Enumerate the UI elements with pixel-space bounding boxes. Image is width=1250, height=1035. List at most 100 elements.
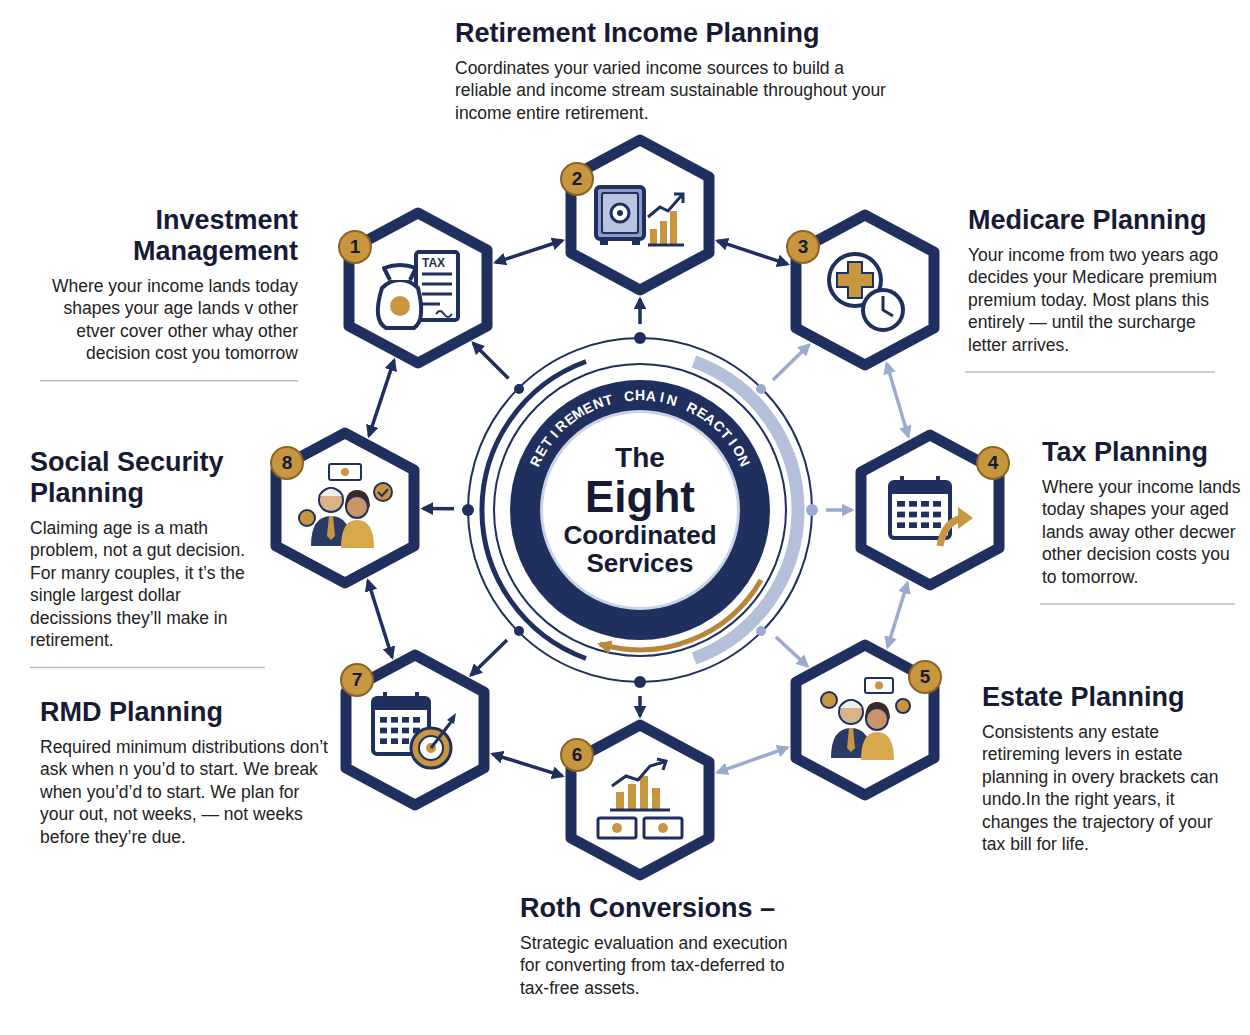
icon-part [640, 776, 648, 810]
connector-arrow [826, 508, 852, 512]
separator-line [40, 380, 298, 382]
icon-part [921, 501, 929, 507]
icon-part [660, 221, 667, 245]
center-circle: RETIREMENT CHAIN REACTIONTheEightCoordin… [510, 380, 770, 640]
icon-part [875, 682, 883, 690]
service-description: Claiming age is a math problem, not a gu… [30, 517, 264, 651]
connector-arrow [776, 637, 807, 666]
icon-part [431, 722, 451, 748]
service-description: Where your income lands today shapes you… [1042, 476, 1242, 588]
icon-part [909, 522, 917, 528]
icon-part [391, 738, 398, 744]
service-description: Where your income lands today shapes you… [38, 275, 298, 365]
icon-part [402, 728, 409, 734]
icon-part [374, 483, 392, 501]
service-description: Strategic evaluation and execution for c… [520, 932, 810, 999]
connector-arrow [423, 507, 454, 511]
icon-part [632, 239, 640, 245]
connector-arrow [369, 360, 394, 436]
icon-part [616, 792, 624, 810]
arc-letter: H [633, 386, 647, 404]
inner-ring [494, 364, 786, 656]
icon-part [933, 522, 941, 528]
ring-dot [756, 384, 766, 394]
icon-part [596, 187, 644, 239]
icon-part [612, 762, 664, 786]
center-text: Coordinated Services [555, 521, 725, 577]
callout-number: 2 [560, 162, 594, 196]
icon-part [657, 759, 666, 770]
icon-part [933, 512, 941, 518]
ring-dot [514, 626, 524, 636]
callout-number: 6 [560, 738, 594, 772]
connector-arrow [493, 754, 563, 776]
service-icon [590, 165, 690, 265]
hexagon-shape [571, 140, 709, 290]
icon-part [391, 728, 398, 734]
connector-arrow [638, 299, 642, 324]
callout-number: 4 [976, 446, 1010, 480]
icon-part [402, 738, 409, 744]
icon-part [327, 516, 335, 540]
connector-arrow [887, 363, 909, 436]
connector-arrow [888, 583, 908, 647]
service-description: Coordinates your varied income sources t… [455, 57, 895, 124]
center-text: The [555, 443, 725, 473]
icon-part [921, 522, 929, 528]
icon-part [648, 244, 684, 247]
connector-arrow [368, 581, 392, 658]
icon-part [447, 713, 456, 724]
icon-part [436, 311, 452, 317]
icon-part [402, 717, 409, 723]
service-icon [815, 240, 915, 340]
service-heading: Medicare Planning [968, 205, 1236, 236]
callout-number: 8 [270, 446, 304, 480]
ring-dot [514, 384, 524, 394]
icon-part [896, 699, 910, 713]
service-icon [590, 750, 690, 850]
icon-part [847, 728, 855, 752]
icon-part [839, 700, 863, 724]
icon-part [933, 501, 941, 507]
icon-label: TAX [422, 256, 445, 270]
icon-part [329, 464, 361, 480]
service-hexagon: Investment ManagementWhere your income l… [343, 208, 493, 368]
icon-part [958, 507, 973, 529]
icon-part [610, 809, 670, 812]
service-heading: Roth Conversions – [520, 893, 810, 924]
icon-part [380, 717, 387, 723]
icon-part [373, 698, 429, 710]
separator-line [30, 667, 265, 669]
connector-arrow [638, 696, 642, 716]
icon-part [319, 488, 343, 512]
icon-part [413, 717, 420, 723]
icon-part [658, 823, 668, 833]
service-icon [368, 238, 468, 338]
connector-arrow [773, 345, 809, 380]
service-heading: Retirement Income Planning [455, 18, 895, 49]
callout-number: 3 [786, 230, 820, 264]
icon-part [390, 296, 410, 316]
center-text: Eight [555, 473, 725, 521]
icon-part [391, 717, 398, 723]
service-heading: RMD Planning [40, 697, 332, 728]
service-heading: Investment Management [38, 205, 298, 267]
icon-part [890, 482, 950, 494]
service-description: Required minimum distributions don’t ask… [40, 736, 332, 848]
service-heading: Estate Planning [982, 682, 1240, 713]
separator-line [1040, 603, 1235, 605]
icon-part [422, 274, 452, 304]
icon-part [890, 482, 950, 538]
service-icon [815, 670, 915, 770]
icon-part [863, 290, 903, 330]
icon-part [909, 501, 917, 507]
icon-part [883, 296, 893, 316]
icon-part [674, 194, 683, 203]
connector-arrow [473, 343, 508, 378]
service-icon [365, 680, 465, 780]
icon-part [644, 818, 682, 838]
icon-part [839, 700, 863, 708]
icon-part [648, 195, 682, 217]
service-icon [880, 460, 980, 560]
